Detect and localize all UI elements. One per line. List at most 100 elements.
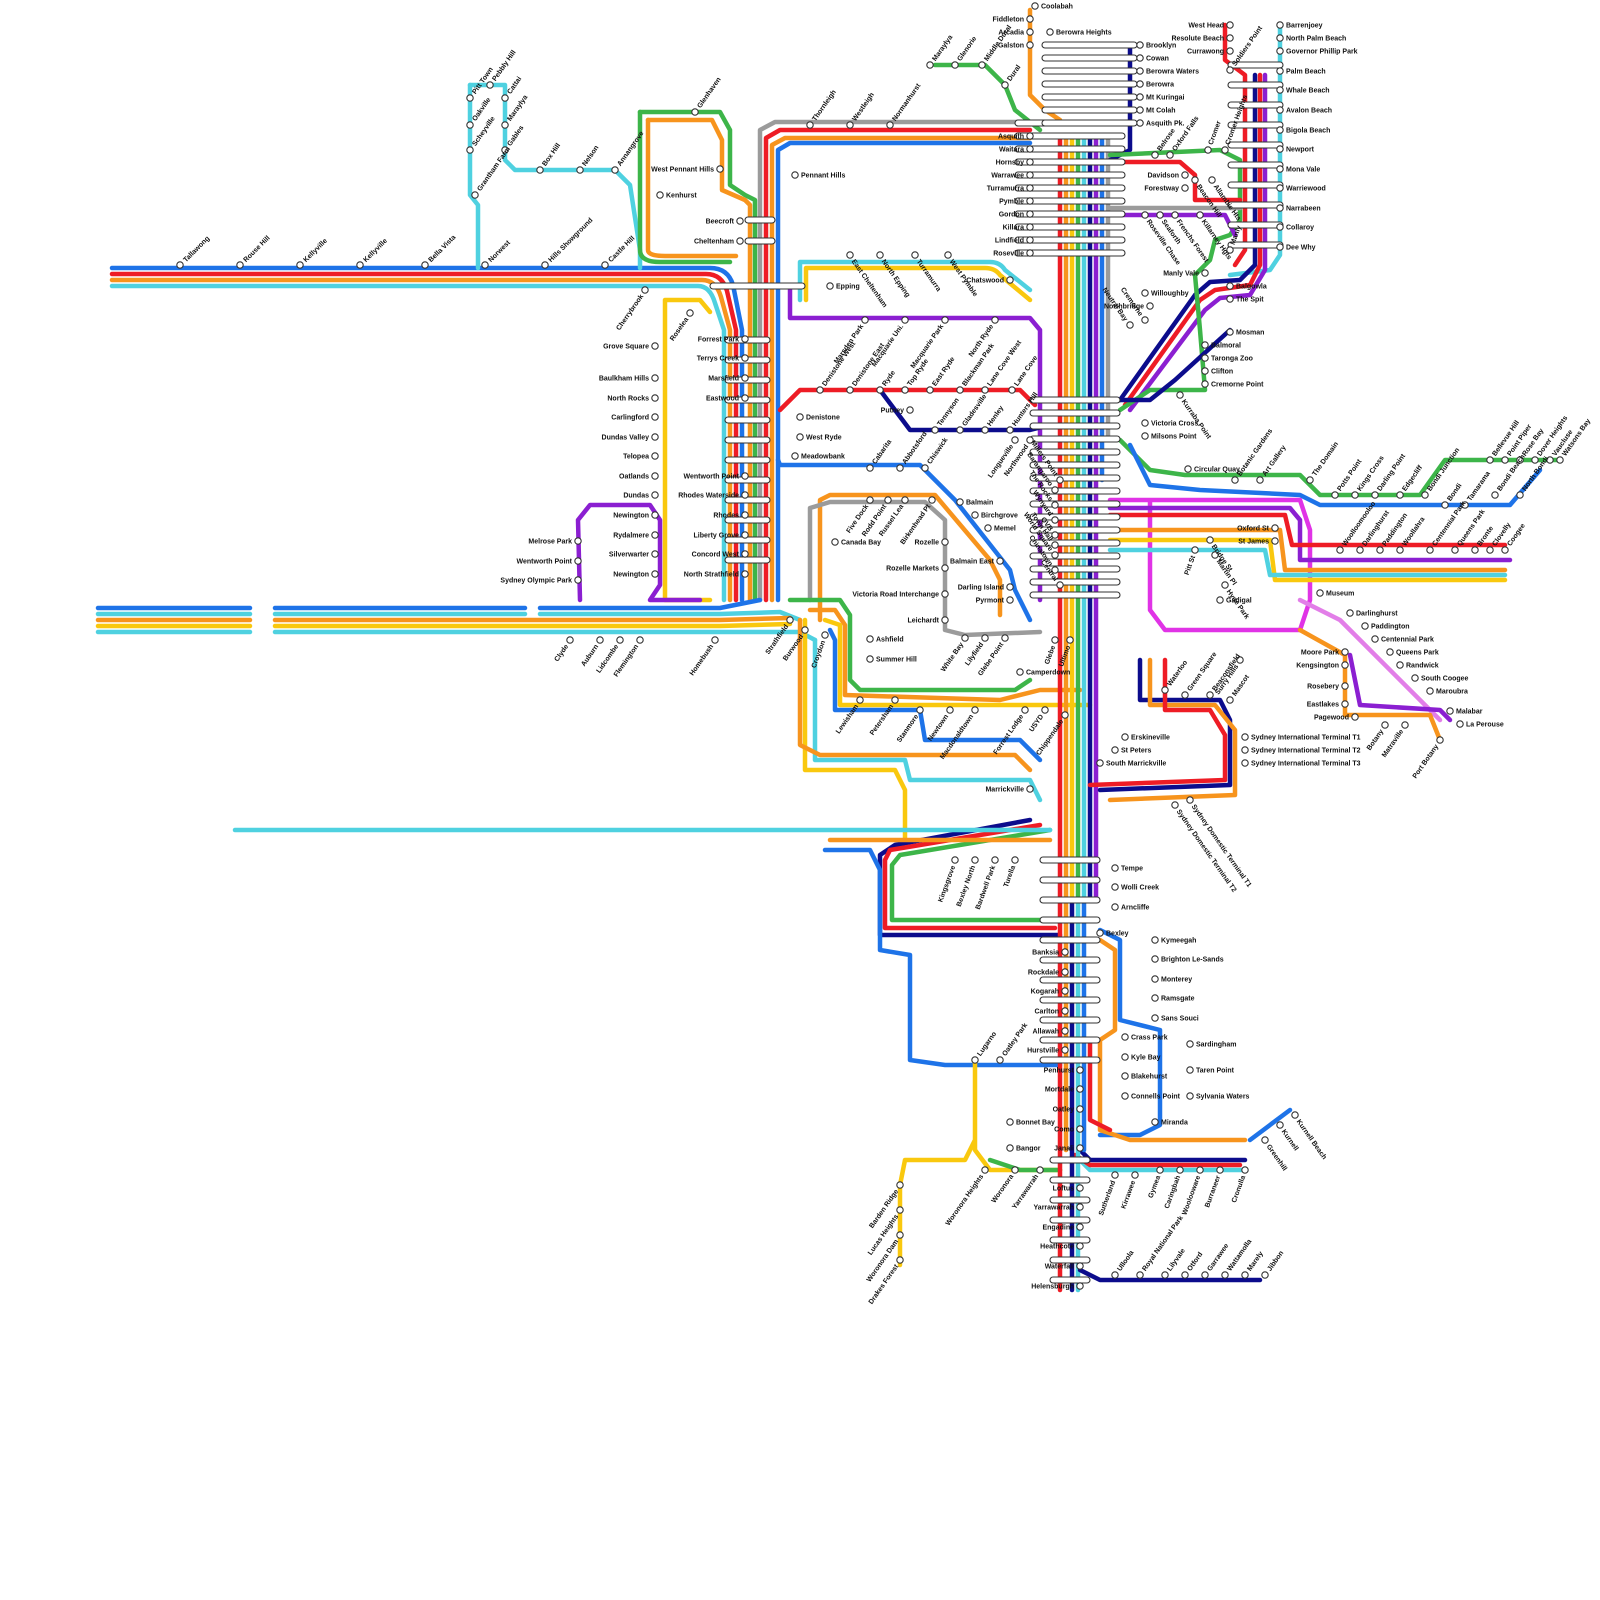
station-marker[interactable]: [982, 427, 988, 433]
station-marker[interactable]: [797, 434, 803, 440]
station-marker[interactable]: [1137, 120, 1143, 126]
station-marker[interactable]: [652, 343, 658, 349]
station-marker[interactable]: [997, 558, 1003, 564]
station-marker[interactable]: [1112, 747, 1118, 753]
station-marker[interactable]: [1152, 1119, 1158, 1125]
station-marker[interactable]: [467, 122, 473, 128]
station-marker[interactable]: [1027, 786, 1033, 792]
station-marker[interactable]: [807, 122, 813, 128]
station-marker[interactable]: [1067, 637, 1073, 643]
station-marker[interactable]: [652, 551, 658, 557]
station-marker[interactable]: [1517, 492, 1523, 498]
station-marker[interactable]: [1557, 457, 1563, 463]
station-marker[interactable]: [942, 317, 948, 323]
station-marker[interactable]: [945, 252, 951, 258]
station-marker[interactable]: [742, 532, 748, 538]
station-marker[interactable]: [1502, 547, 1508, 553]
station-marker[interactable]: [652, 512, 658, 518]
station-marker[interactable]: [985, 525, 991, 531]
station-marker[interactable]: [867, 465, 873, 471]
station-marker[interactable]: [1205, 147, 1211, 153]
station-marker[interactable]: [1402, 722, 1408, 728]
station-marker[interactable]: [652, 571, 658, 577]
station-marker[interactable]: [1202, 270, 1208, 276]
station-marker[interactable]: [1017, 669, 1023, 675]
station-marker[interactable]: [1272, 538, 1278, 544]
station-marker[interactable]: [877, 387, 883, 393]
station-marker[interactable]: [1142, 433, 1148, 439]
station-marker[interactable]: [1162, 687, 1168, 693]
station-marker[interactable]: [1182, 185, 1188, 191]
station-marker[interactable]: [942, 539, 948, 545]
station-marker[interactable]: [1232, 477, 1238, 483]
station-marker[interactable]: [1007, 584, 1013, 590]
station-marker[interactable]: [972, 1057, 978, 1063]
station-marker[interactable]: [742, 551, 748, 557]
station-marker[interactable]: [942, 617, 948, 623]
station-marker[interactable]: [1012, 437, 1018, 443]
station-marker[interactable]: [1137, 94, 1143, 100]
station-marker[interactable]: [1027, 16, 1033, 22]
station-marker[interactable]: [1077, 1263, 1083, 1269]
station-marker[interactable]: [1257, 477, 1263, 483]
station-marker[interactable]: [1352, 492, 1358, 498]
station-marker[interactable]: [847, 252, 853, 258]
station-marker[interactable]: [1277, 185, 1283, 191]
station-marker[interactable]: [652, 532, 658, 538]
station-marker[interactable]: [1242, 760, 1248, 766]
station-marker[interactable]: [1152, 976, 1158, 982]
station-marker[interactable]: [1277, 146, 1283, 152]
station-marker[interactable]: [1112, 865, 1118, 871]
station-marker[interactable]: [792, 172, 798, 178]
station-marker[interactable]: [1007, 427, 1013, 433]
station-marker[interactable]: [982, 387, 988, 393]
station-marker[interactable]: [1077, 1204, 1083, 1210]
station-marker[interactable]: [742, 492, 748, 498]
station-marker[interactable]: [567, 637, 573, 643]
station-marker[interactable]: [1317, 590, 1323, 596]
station-marker[interactable]: [1492, 492, 1498, 498]
station-marker[interactable]: [827, 283, 833, 289]
station-marker[interactable]: [612, 167, 618, 173]
station-marker[interactable]: [742, 571, 748, 577]
station-marker[interactable]: [1152, 956, 1158, 962]
station-marker[interactable]: [1177, 1167, 1183, 1173]
station-marker[interactable]: [1487, 457, 1493, 463]
station-marker[interactable]: [1052, 517, 1058, 523]
station-marker[interactable]: [1077, 1126, 1083, 1132]
station-marker[interactable]: [1227, 35, 1233, 41]
station-marker[interactable]: [1112, 1272, 1118, 1278]
station-marker[interactable]: [1277, 166, 1283, 172]
station-marker[interactable]: [652, 473, 658, 479]
station-marker[interactable]: [1397, 662, 1403, 668]
station-marker[interactable]: [1472, 547, 1478, 553]
station-marker[interactable]: [1242, 1272, 1248, 1278]
station-marker[interactable]: [972, 707, 978, 713]
station-marker[interactable]: [957, 427, 963, 433]
station-marker[interactable]: [1167, 152, 1173, 158]
station-marker[interactable]: [1227, 329, 1233, 335]
station-marker[interactable]: [1057, 582, 1063, 588]
station-marker[interactable]: [1052, 502, 1058, 508]
station-marker[interactable]: [687, 310, 693, 316]
station-marker[interactable]: [892, 697, 898, 703]
station-marker[interactable]: [1027, 29, 1033, 35]
station-marker[interactable]: [1437, 737, 1443, 743]
station-marker[interactable]: [1137, 68, 1143, 74]
station-marker[interactable]: [787, 617, 793, 623]
station-marker[interactable]: [1002, 635, 1008, 641]
station-marker[interactable]: [1197, 1167, 1203, 1173]
station-marker[interactable]: [1027, 224, 1033, 230]
station-marker[interactable]: [502, 122, 508, 128]
station-marker[interactable]: [1217, 597, 1223, 603]
station-marker[interactable]: [737, 218, 743, 224]
station-marker[interactable]: [1202, 368, 1208, 374]
station-marker[interactable]: [1182, 1272, 1188, 1278]
station-marker[interactable]: [1077, 1185, 1083, 1191]
station-marker[interactable]: [1012, 857, 1018, 863]
station-marker[interactable]: [927, 387, 933, 393]
station-marker[interactable]: [1122, 1073, 1128, 1079]
station-marker[interactable]: [1042, 707, 1048, 713]
station-marker[interactable]: [897, 465, 903, 471]
station-marker[interactable]: [1532, 457, 1538, 463]
